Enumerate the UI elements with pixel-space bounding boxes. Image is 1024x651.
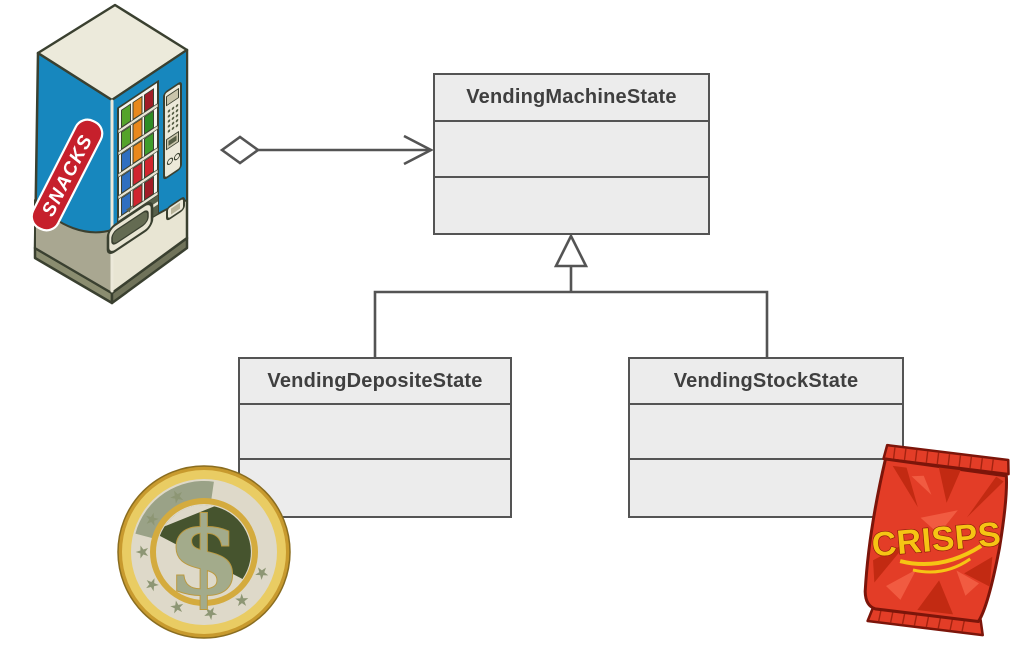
- class-title: VendingMachineState: [435, 75, 708, 122]
- snacks-banner: SNACKS: [30, 118, 104, 232]
- aggregation-connector: [219, 134, 434, 166]
- svg-text:★: ★: [166, 594, 188, 619]
- aggregation-diamond-icon: [219, 135, 261, 165]
- keypad-buttons: [167, 104, 179, 133]
- inheritance-triangle-icon: [553, 233, 589, 268]
- class-title: VendingStockState: [630, 359, 902, 405]
- class-title: VendingDepositeState: [240, 359, 510, 405]
- shelves: [117, 102, 159, 222]
- arrow-marker-icon: [126, 204, 133, 213]
- methods-compartment: [630, 460, 902, 516]
- svg-text:★: ★: [229, 588, 253, 613]
- snacks-label: SNACKS: [38, 131, 97, 220]
- methods-compartment: [240, 460, 510, 516]
- svg-text:★: ★: [202, 602, 219, 623]
- svg-text:★: ★: [166, 485, 188, 510]
- attributes-compartment: [630, 405, 902, 460]
- inheritance-connector: [373, 233, 769, 357]
- bag-bottom-crimp: [866, 605, 984, 637]
- svg-text:★: ★: [140, 508, 165, 532]
- keypad-panel: [163, 82, 182, 180]
- keypad-display: [166, 88, 179, 107]
- coin-return: [166, 197, 185, 221]
- class-box-vending-stock-state: VendingStockState: [628, 357, 904, 518]
- methods-compartment: [435, 178, 708, 233]
- svg-text:★: ★: [133, 544, 153, 559]
- vending-machine-illustration: SNACKS: [30, 3, 189, 305]
- machine-window: [117, 80, 159, 242]
- class-box-vending-machine-state: VendingMachineState: [433, 73, 710, 235]
- dollar-sign: $: [167, 494, 241, 619]
- crisps-underline-1: [899, 544, 983, 567]
- svg-text:★: ★: [249, 562, 273, 583]
- svg-text:★: ★: [140, 573, 165, 597]
- attributes-compartment: [240, 405, 510, 460]
- dispensing-tray: [106, 202, 154, 254]
- class-box-vending-deposite-state: VendingDepositeState: [238, 357, 512, 518]
- attributes-compartment: [435, 122, 708, 178]
- crisps-underline-2: [912, 557, 972, 574]
- open-arrowhead-icon: [403, 134, 434, 166]
- crisps-label: CRISPS: [870, 515, 1002, 564]
- snack-items: [121, 88, 154, 216]
- bill-slot: [166, 131, 179, 151]
